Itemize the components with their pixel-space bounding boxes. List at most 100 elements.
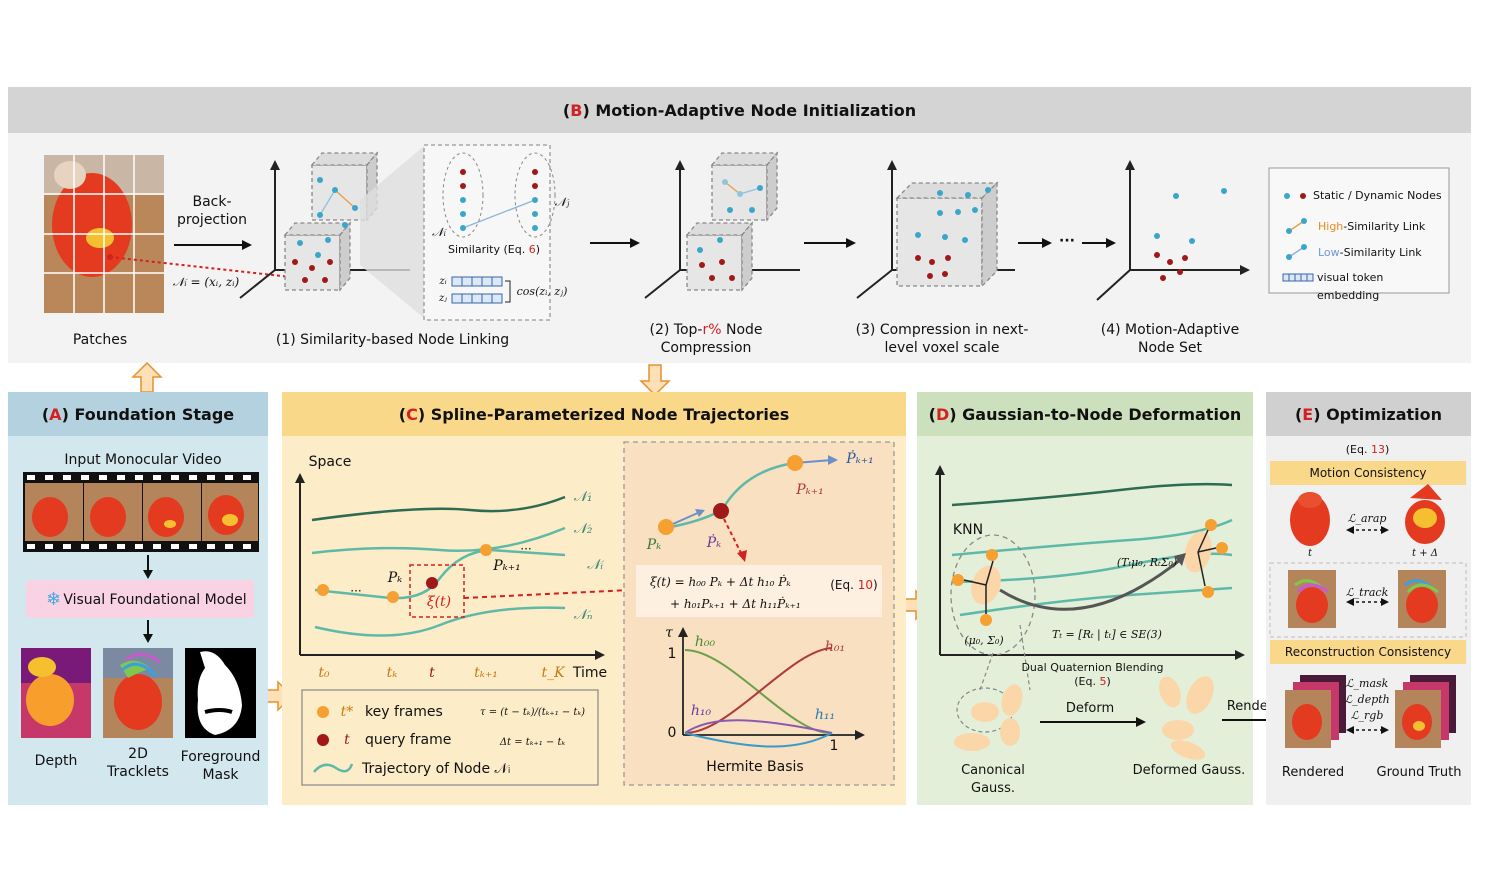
rendered-label: Rendered	[1281, 765, 1345, 780]
tracklets-label: 2D Tracklets	[107, 746, 169, 780]
voxel-nodes	[915, 187, 991, 279]
render-label: Render	[1226, 699, 1274, 714]
ni-equation: 𝒩ᵢ = (xᵢ, zᵢ)	[172, 275, 240, 289]
hermite-eq-ref: (Eq. 10)	[830, 578, 878, 592]
similarity-label: Similarity (Eq. 6)	[448, 243, 541, 256]
xi-label: ξ(t)	[426, 594, 452, 610]
time-label: Time	[572, 665, 608, 681]
ground-truth-stack	[1395, 675, 1456, 748]
h00-label: h₀₀	[694, 634, 716, 650]
t-label: t	[429, 665, 435, 681]
mask-label: Foreground Mask	[180, 749, 261, 783]
depth-label: Depth	[34, 753, 78, 769]
patches-image	[44, 155, 164, 313]
step1-label: (1) Similarity-based Node Linking	[275, 332, 510, 348]
panel-b: (B) Motion-Adaptive Node Initialization	[8, 87, 1471, 363]
pk1-hermite-label: Pₖ₊₁	[796, 482, 824, 498]
one-x-label: 1	[829, 738, 839, 754]
rendered-stack	[1285, 675, 1346, 748]
panel-d-header: (D) Gaussian-to-Node Deformation	[917, 392, 1253, 436]
pk-hermite-label: Pₖ	[646, 537, 662, 553]
panel-e-title: Optimization	[1326, 404, 1443, 424]
panel-a-title: Foundation Stage	[74, 404, 235, 424]
cube2-nodes	[697, 179, 763, 281]
egg-t	[1290, 492, 1330, 546]
dt-definition: Δt = tₖ₊₁ − tₖ	[499, 737, 566, 748]
tk-label: tₖ	[386, 665, 398, 681]
legend-key-label: key frames	[365, 704, 443, 720]
patches-label: Patches	[72, 332, 128, 348]
tk1-label: tₖ₊₁	[474, 665, 498, 681]
track-image-left	[1288, 570, 1336, 628]
tau-axis-label: τ	[665, 625, 673, 641]
tdelta-egg-label: t + Δ	[1412, 548, 1438, 559]
canonical-label: Canonical Gauss.	[961, 763, 1025, 796]
zi-label: zᵢ	[439, 276, 447, 287]
input-video-label: Input Monocular Video	[64, 452, 222, 468]
panel-d-title: Gaussian-to-Node Deformation	[962, 404, 1242, 424]
l-rgb: ℒ_rgb	[1350, 709, 1384, 722]
hermite-eq-line2: + h₀₁Pₖ₊₁ + Δt h₁₁Ṗₖ₊₁	[670, 597, 801, 611]
cube1-nodes	[292, 177, 358, 283]
motion-consistency-tag: Motion Consistency	[1270, 461, 1466, 485]
final-nodes	[1154, 188, 1227, 281]
dpk-label: Ṗₖ	[706, 535, 722, 551]
l-track: ℒ_track	[1345, 586, 1389, 599]
dpk1-label: Ṗₖ₊₁	[846, 451, 874, 467]
step3-label: (3) Compression in next-level voxel scal…	[855, 322, 1029, 356]
panel-b-title: Motion-Adaptive Node Initialization	[595, 100, 917, 120]
hermite-eq-line1: ξ(t) = h₀₀ Pₖ + Δt h₁₀ Ṗₖ	[650, 575, 791, 589]
n1-label: 𝒩₁	[573, 489, 593, 505]
legend-query-label: query frame	[365, 732, 452, 748]
legend-high: High-Similarity Link	[1318, 220, 1426, 233]
tau-definition: τ = (t − tₖ)/(tₖ₊₁ − tₖ)	[479, 707, 586, 718]
panel-c-header: (C) Spline-Parameterized Node Trajectori…	[282, 392, 906, 436]
space-label: Space	[308, 454, 352, 470]
nj-symbol: 𝒩ⱼ	[554, 195, 570, 209]
nn-label: 𝒩ₙ	[573, 607, 593, 623]
mask-image	[185, 648, 256, 738]
one-y-label: 1	[667, 646, 677, 662]
ellipsis: ···	[1059, 233, 1075, 249]
t-egg-label: t	[1307, 548, 1313, 559]
depth-image	[21, 648, 91, 738]
video-filmstrip	[23, 472, 259, 552]
snowflake-icon: ❄	[46, 589, 61, 610]
t0-label: t₀	[318, 665, 330, 681]
ground-truth-label: Ground Truth	[1376, 765, 1462, 780]
panel-a-header: (A) Foundation Stage	[8, 392, 268, 436]
tt-label: Tₜ = [Rₜ | tₜ] ∈ SE(3)	[1052, 628, 1162, 641]
tracklets-image	[103, 648, 173, 738]
l-mask: ℒ_mask	[1345, 677, 1389, 690]
reconstruction-consistency-tag: Reconstruction Consistency	[1270, 640, 1466, 664]
legend-key-sym: t*	[340, 704, 354, 720]
vfm-label: Visual Foundational Model	[63, 592, 247, 608]
optimization-eq-ref: (Eq. 13)	[1345, 443, 1390, 456]
knn-label: KNN	[952, 522, 984, 538]
ni-symbol: 𝒩ᵢ	[432, 225, 446, 239]
l-depth: ℒ_depth	[1344, 693, 1390, 706]
backprojection-label: Back- projection	[177, 194, 247, 228]
pk1-label: Pₖ₊₁	[493, 558, 521, 574]
zero-label: 0	[667, 725, 677, 741]
panel-b-header: (B) Motion-Adaptive Node Initialization	[8, 87, 1471, 133]
tK-label: t_K	[541, 665, 565, 681]
dqb-label: Dual Quaternion Blending(Eq. 5)	[1021, 661, 1164, 688]
canonical-gaussians	[954, 684, 1023, 751]
pk-label: Pₖ	[387, 570, 403, 586]
deformed-label: Deformed Gauss.	[1132, 763, 1246, 778]
dots-1: ···	[350, 584, 362, 598]
mu0-label: (μ₀, Σ₀)	[964, 634, 1004, 647]
l-arap: ℒ_arap	[1347, 512, 1387, 525]
legend-low: Low-Similarity Link	[1318, 246, 1422, 259]
deform-label: Deform	[1065, 701, 1115, 716]
track-image-right	[1398, 570, 1446, 628]
deformed-gaussians	[1159, 676, 1214, 760]
legend-token: visual token embedding	[1317, 271, 1384, 302]
hermite-basis-label: Hermite Basis	[706, 759, 804, 775]
